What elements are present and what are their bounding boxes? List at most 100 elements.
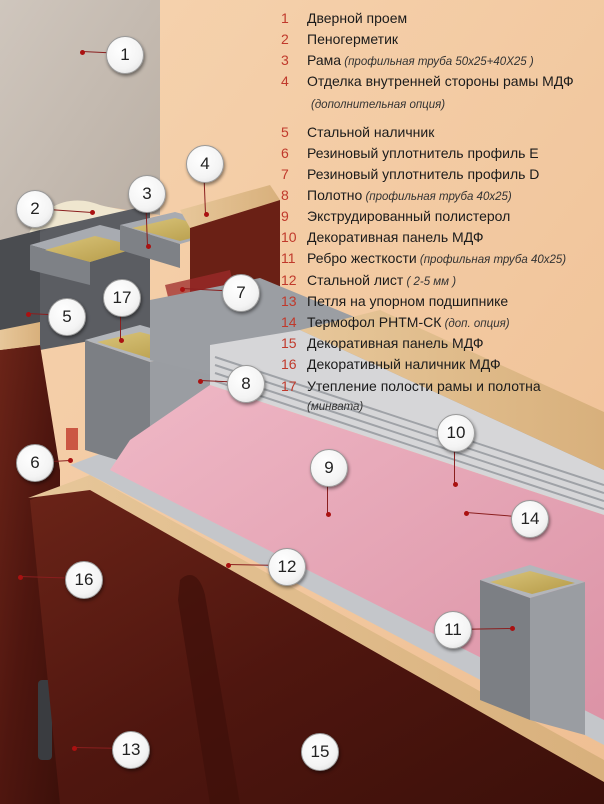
legend-text: Экструдированный полистерол (307, 208, 511, 224)
legend-subnote-4: (дополнительная опция) (311, 99, 446, 111)
rubber-seal-e (66, 428, 78, 450)
leader-dot (17, 574, 23, 580)
legend-text: Дверной проем (307, 10, 408, 26)
legend-number: 5 (281, 124, 289, 140)
leader-dot (118, 337, 124, 343)
legend-item-2: 2 Пеногерметик (281, 31, 398, 47)
hinge (38, 680, 52, 760)
legend-item-11: 11 Ребро жесткости (профильная труба 40х2… (281, 250, 566, 268)
legend-number: 15 (281, 335, 297, 351)
rib-tube-front (480, 580, 530, 720)
legend-number: 14 (281, 314, 297, 330)
legend-text: Стальной наличник (307, 124, 435, 140)
legend-number: 9 (281, 208, 289, 224)
thermofol-stripes (214, 356, 604, 510)
legend-item-15: 15 Декоративная панель МДФ (281, 335, 484, 351)
leader-dot (179, 286, 185, 292)
callout-13: 13 (112, 731, 150, 769)
mdf-frame-finish-edge (180, 185, 280, 228)
callout-1: 1 (106, 36, 144, 74)
legend-number: 3 (281, 52, 289, 68)
legend-number: 6 (281, 145, 289, 161)
legend-number: 13 (281, 293, 297, 309)
legend-item-14: 14 Термофол РНТМ-СК (доп. опция) (281, 314, 510, 332)
callout-2: 2 (16, 190, 54, 228)
legend-item-4: 4 Отделка внутренней стороны рамы МДФ (281, 73, 574, 89)
legend-note: (профильная труба 40х25) (362, 191, 512, 203)
legend-text: Ребро жесткости (307, 250, 417, 266)
mdf-panel-outer (30, 478, 604, 804)
legend-text: Декоративная панель МДФ (307, 335, 484, 351)
legend-number: 10 (281, 229, 297, 245)
leader-dot (225, 562, 231, 568)
legend-item-16: 16 Декоративный наличник МДФ (281, 356, 501, 372)
steel-sheet (70, 450, 604, 745)
legend-note: (профильная труба 40х25) (416, 254, 567, 266)
legend-number: 2 (281, 31, 289, 47)
callout-8: 8 (227, 365, 265, 403)
callout-14: 14 (511, 500, 549, 538)
frame-wool-1 (45, 236, 140, 262)
legend-item-9: 9 Экструдированный полистерол (281, 208, 510, 224)
leader-dot (89, 209, 95, 215)
callout-12: 12 (268, 548, 306, 586)
legend-number: 4 (281, 73, 289, 89)
legend-item-10: 10 Декоративная панель МДФ (281, 229, 484, 245)
legend-text: Рама (307, 52, 342, 68)
legend-text: Утепление полости рамы и полотна (307, 378, 541, 394)
legend-item-6: 6 Резиновый уплотнитель профиль Е (281, 145, 539, 161)
callout-11: 11 (434, 611, 472, 649)
leader-dot (203, 211, 209, 217)
legend-number: 11 (281, 250, 296, 266)
callout-17: 17 (103, 279, 141, 317)
legend-subnote-17: (минвата) (307, 401, 364, 413)
callout-16: 16 (65, 561, 103, 599)
legend-number: 17 (281, 378, 297, 394)
legend-number: 8 (281, 187, 289, 203)
rib-wool (490, 571, 575, 594)
legend-text: Декоративная панель МДФ (307, 229, 484, 245)
legend-item-17: 17 Утепление полости рамы и полотна (281, 378, 541, 394)
leader-dot (463, 510, 469, 516)
legend-text: Термофол РНТМ-СК (307, 314, 442, 330)
panel-moulding (178, 575, 240, 804)
callout-7: 7 (222, 274, 260, 312)
legend-text: Резиновый уплотнитель профиль D (307, 166, 540, 182)
callout-9: 9 (310, 449, 348, 487)
callout-6: 6 (16, 444, 54, 482)
legend-note: (доп. опция) (441, 318, 510, 330)
legend-number: 16 (281, 356, 297, 372)
legend-item-13: 13 Петля на упорном подшипнике (281, 293, 508, 309)
legend-number: 12 (281, 272, 297, 288)
legend-text: Пеногерметик (307, 31, 399, 47)
leader-dot (79, 49, 85, 55)
callout-10: 10 (437, 414, 475, 452)
callout-15: 15 (301, 733, 339, 771)
legend-item-8: 8 Полотно (профильная труба 40х25) (281, 187, 512, 205)
leader-dot (197, 378, 203, 384)
legend-item-5: 5 Стальной наличник (281, 124, 434, 140)
legend-text: Отделка внутренней стороны рамы МДФ (307, 73, 574, 89)
leader-dot (325, 511, 331, 517)
frame-tube-front (30, 245, 90, 285)
legend-text: Резиновый уплотнитель профиль Е (307, 145, 539, 161)
rib-tube-side (530, 582, 585, 735)
leader-dot (145, 243, 151, 249)
legend-text: Декоративный наличник МДФ (307, 356, 501, 372)
legend-text: Стальной лист (307, 272, 404, 288)
mdf-panel-inner (300, 310, 604, 470)
legend-item-1: 1 Дверной проем (281, 10, 407, 26)
callout-5: 5 (48, 298, 86, 336)
legend-number: 1 (281, 10, 289, 26)
callout-4: 4 (186, 145, 224, 183)
legend-text: Полотно (307, 187, 363, 203)
leader-dot (452, 481, 458, 487)
legend-text: Петля на упорном подшипнике (307, 293, 509, 309)
leader-dot (25, 311, 31, 317)
leader-dot (67, 457, 73, 463)
